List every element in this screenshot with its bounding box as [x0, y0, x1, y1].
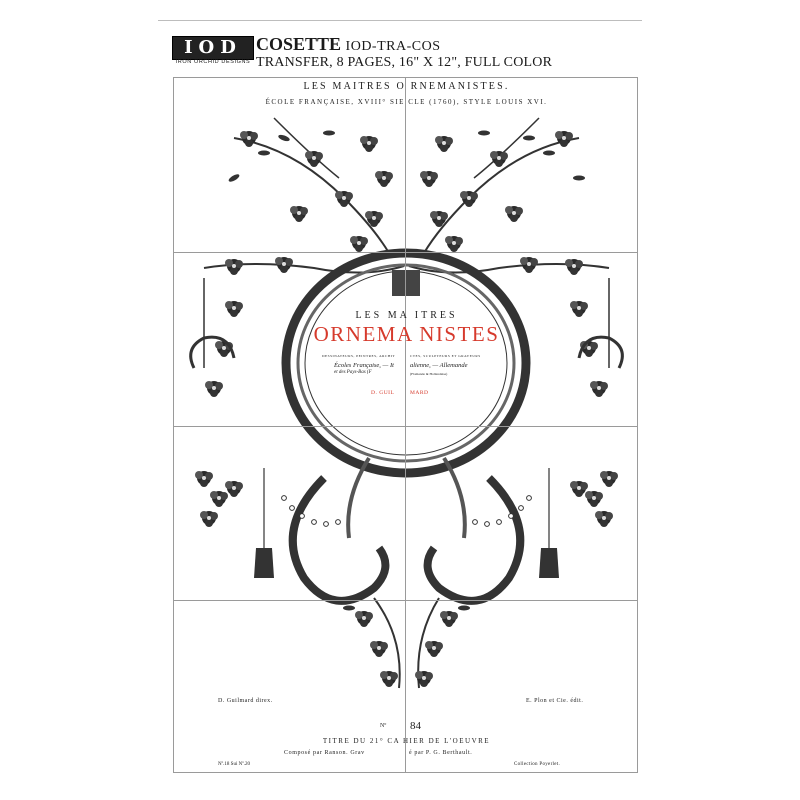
- top-left-bouquet: [227, 117, 393, 254]
- tile-divider-1: [174, 252, 637, 253]
- tile-divider-2: [174, 426, 637, 427]
- guilmard-right: MARD: [410, 390, 429, 396]
- small-text-right: CTES, SCULPTEURS ET GRAVEURS: [410, 354, 481, 358]
- product-code: IOD-TRA-COS: [345, 39, 441, 54]
- small-text-right-2: (Flamande & Hollandaise): [410, 372, 448, 376]
- heading-line: LES MAITRES O RNEMANISTES.: [303, 81, 510, 92]
- top-rule: [158, 20, 642, 21]
- side-chains: [189, 301, 624, 397]
- brand-logo: IOD IRON ORCHID DESIGNS: [172, 36, 254, 66]
- pays-bas: et des Pays-Bas (F: [334, 370, 372, 375]
- mid-side-bouquets: [195, 471, 618, 527]
- top-right-bouquet: [420, 117, 585, 254]
- credit-left: D. Guilmard direx.: [218, 698, 273, 704]
- product-subtitle: TRANSFER, 8 PAGES, 16" X 12", FULL COLOR: [256, 55, 553, 70]
- product-header: IOD IRON ORCHID DESIGNS COSETTE IOD-TRA-…: [172, 34, 632, 74]
- ecole-right: alienne, — Allemande: [410, 362, 468, 369]
- compose-left: Composé par Ranson. Grav: [284, 750, 365, 756]
- compose-right: é par P. G. Berthault.: [409, 750, 473, 756]
- folio-text: Nº.18 Sui Nº.20: [218, 762, 250, 767]
- small-text-left: DESSINATEURS, PEINTRES, ARCHIT: [322, 354, 396, 358]
- ornament-artwork: [189, 117, 624, 689]
- credit-right: E. Plon et Cie. édit.: [526, 698, 584, 704]
- logo-mark: IOD: [172, 36, 254, 60]
- logo-subtitle: IRON ORCHID DESIGNS: [175, 59, 251, 65]
- center-ornemanistes: ORNEMA NISTES: [313, 322, 500, 346]
- upper-garland: [203, 257, 610, 368]
- product-title: COSETTE IOD-TRA-COS: [256, 34, 441, 55]
- titre-line: TITRE DU 21° CA HIER DE L'OEUVRE: [322, 737, 491, 745]
- tile-divider-3: [174, 600, 637, 601]
- ecole-left: Écoles Française, — It: [334, 362, 394, 369]
- center-les-maitres: LES MA ITRES: [355, 310, 458, 321]
- tile-divider-vertical: [405, 78, 406, 772]
- acanthus-scrolls: [288, 456, 525, 605]
- bottom-center-bouquet: [343, 597, 470, 689]
- plate-number: 84: [410, 720, 421, 732]
- guilmard-left: D. GUIL: [371, 390, 395, 396]
- number-prefix: Nº: [380, 723, 387, 729]
- transfer-sheet: LES MAITRES O RNEMANISTES. ÉCOLE FRANÇAI…: [173, 77, 638, 773]
- school-line: ÉCOLE FRANÇAISE, XVIII° SIE CLE (1760), …: [265, 98, 548, 106]
- bead-strings: [254, 468, 559, 578]
- collection-text: Collection Poyerlet.: [514, 762, 560, 767]
- oval-medallion: [281, 248, 531, 478]
- product-name: COSETTE: [256, 34, 342, 54]
